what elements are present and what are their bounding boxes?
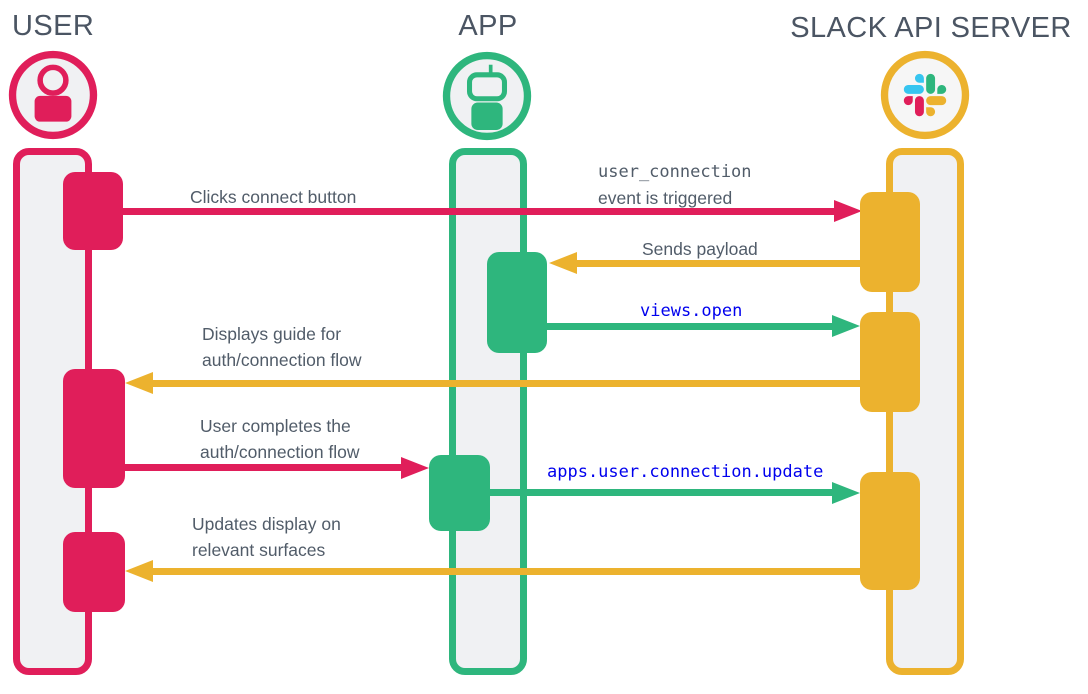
message-3-label: views.open	[640, 301, 743, 321]
robot-icon	[441, 50, 533, 142]
message-arrow-4-head	[125, 372, 153, 394]
message-5-label: User completes the auth/connection flow	[200, 413, 360, 465]
message-1-annotation: user_connection event is triggered	[598, 159, 752, 211]
activation-user-3	[63, 532, 125, 612]
message-5-label-line1: User completes the	[200, 416, 351, 436]
message-arrow-5-head	[401, 457, 429, 479]
message-7-label-line1: Updates display on	[192, 514, 341, 534]
message-arrow-6-line	[490, 489, 834, 496]
message-arrow-5-line	[125, 464, 403, 471]
slack-logo-icon	[879, 49, 971, 141]
message-4-label-line2: auth/connection flow	[202, 350, 362, 370]
message-6-label: apps.user.connection.update	[547, 462, 824, 482]
message-arrow-1-head	[834, 200, 862, 222]
activation-slack-2	[860, 312, 920, 412]
message-arrow-3-head	[832, 315, 860, 337]
message-1-label: Clicks connect button	[190, 187, 357, 207]
actor-title-user: USER	[12, 10, 95, 42]
activation-app-2	[429, 455, 490, 531]
message-arrow-2-head	[549, 252, 577, 274]
message-arrow-1-line	[120, 208, 836, 215]
user-icon	[7, 49, 99, 141]
message-arrow-2-line	[575, 260, 860, 267]
message-arrow-3-line	[547, 323, 834, 330]
message-7-label: Updates display on relevant surfaces	[192, 511, 341, 563]
message-1-annotation-text: event is triggered	[598, 188, 733, 208]
message-2-label: Sends payload	[642, 239, 758, 259]
activation-slack-1	[860, 192, 920, 292]
message-1-annotation-code: user_connection	[598, 162, 752, 182]
message-4-label-line1: Displays guide for	[202, 324, 342, 344]
message-arrow-7-line	[151, 568, 860, 575]
activation-user-2	[63, 369, 125, 488]
message-arrow-7-head	[125, 560, 153, 582]
actor-title-slack: SLACK API SERVER	[790, 12, 1072, 44]
lifeline-app	[449, 148, 527, 675]
message-arrow-6-head	[832, 482, 860, 504]
activation-app-1	[487, 252, 547, 353]
message-7-label-line2: relevant surfaces	[192, 540, 326, 560]
actor-title-app: APP	[458, 10, 518, 42]
message-4-label: Displays guide for auth/connection flow	[202, 321, 362, 373]
message-arrow-4-line	[151, 380, 860, 387]
message-5-label-line2: auth/connection flow	[200, 442, 360, 462]
activation-user-1	[63, 172, 123, 250]
activation-slack-3	[860, 472, 920, 590]
